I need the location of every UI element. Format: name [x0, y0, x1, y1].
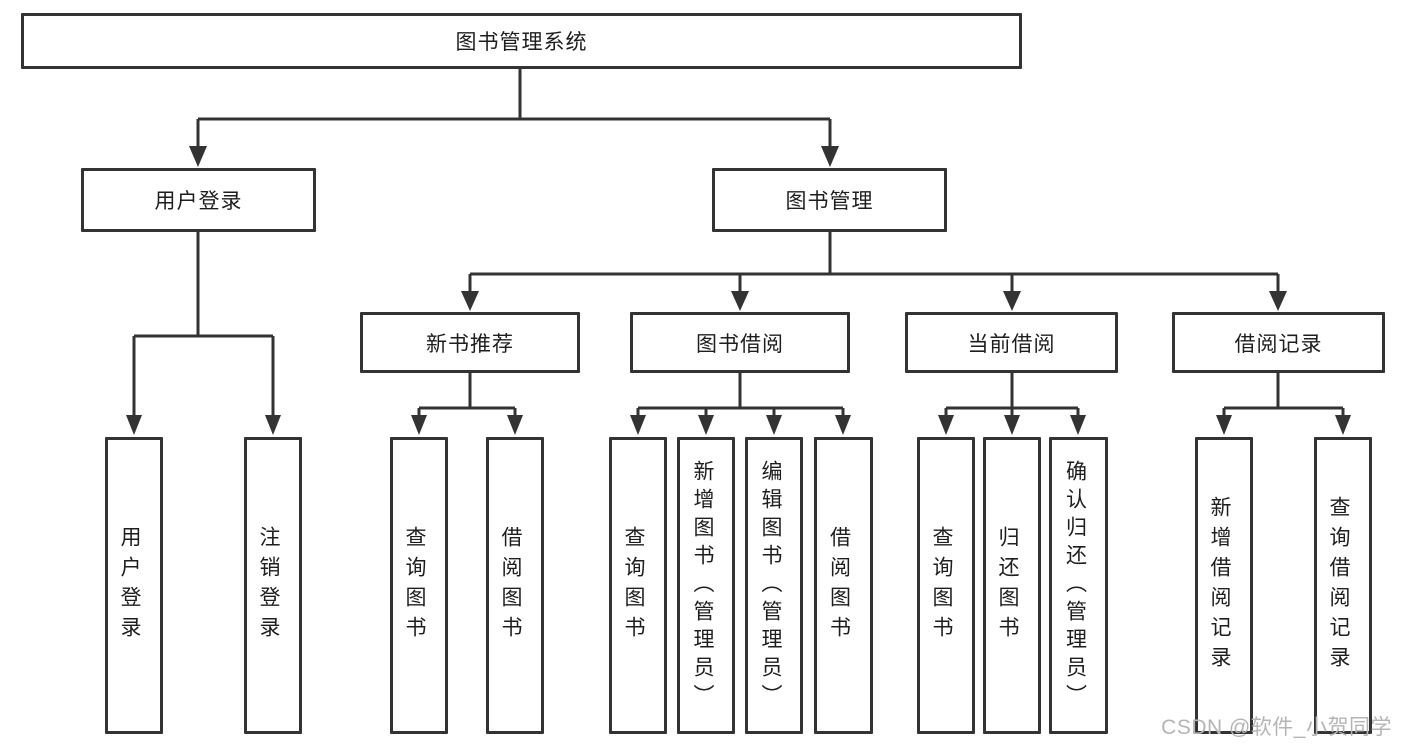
leaf-confirm-return-admin: 确认归还（管理员） [1049, 437, 1108, 734]
node-label: 用户登录 [118, 525, 141, 646]
node-label: 查询借阅记录 [1327, 495, 1350, 676]
node-book-borrowing: 图书借阅 [630, 312, 850, 373]
node-label: 归还图书 [996, 525, 1019, 646]
node-label: 借阅记录 [1234, 332, 1323, 356]
node-label: 借阅图书 [499, 525, 522, 646]
node-label: 查询图书 [622, 525, 645, 646]
leaf-add-borrow-record: 新增借阅记录 [1195, 437, 1253, 734]
leaf-query-books-current: 查询图书 [917, 437, 975, 734]
leaf-return-books: 归还图书 [983, 437, 1041, 734]
leaf-query-books-borrowing: 查询图书 [609, 437, 667, 734]
leaf-edit-books-admin: 编辑图书（管理员） [745, 437, 803, 734]
node-borrowing-records: 借阅记录 [1172, 312, 1385, 373]
node-label: 注销登录 [257, 525, 280, 646]
leaf-add-books-admin: 新增图书（管理员） [677, 437, 735, 734]
node-label: 图书管理系统 [455, 31, 588, 54]
node-label: 图书借阅 [696, 332, 784, 356]
node-user-login: 用户登录 [81, 168, 316, 232]
node-current-borrowing: 当前借阅 [905, 312, 1118, 373]
leaf-borrow-books: 借阅图书 [814, 437, 873, 734]
leaf-user-login: 用户登录 [105, 437, 163, 734]
node-label: 新增借阅记录 [1208, 495, 1231, 676]
leaf-borrow-books-recommend: 借阅图书 [486, 437, 544, 734]
node-label: 新书推荐 [426, 332, 514, 356]
node-label: 确认归还（管理员） [1063, 459, 1087, 712]
arrowheads [126, 146, 1351, 435]
node-label: 当前借阅 [967, 332, 1056, 356]
leaf-query-borrow-record: 查询借阅记录 [1314, 437, 1372, 734]
node-book-management: 图书管理 [712, 168, 947, 232]
node-new-book-recommend: 新书推荐 [360, 312, 580, 373]
node-label: 图书管理 [785, 190, 874, 213]
node-label: 用户登录 [154, 190, 243, 213]
node-label: 编辑图书（管理员） [759, 459, 782, 712]
node-label: 新增图书（管理员） [691, 459, 714, 712]
leaf-logout: 注销登录 [244, 437, 302, 734]
node-label: 查询图书 [403, 525, 426, 646]
leaf-query-books-recommend: 查询图书 [390, 437, 448, 734]
csdn-watermark: CSDN @软件_小贺同学 [1161, 716, 1392, 739]
node-root-library-system: 图书管理系统 [21, 13, 1022, 69]
node-label: 查询图书 [930, 525, 953, 646]
node-label: 借阅图书 [827, 525, 851, 646]
